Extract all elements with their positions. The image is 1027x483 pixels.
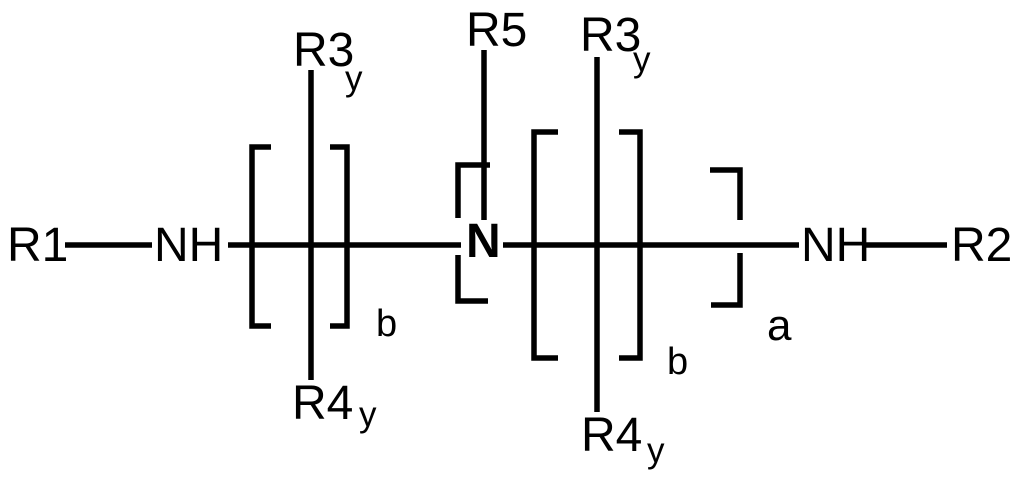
nh-right-label: NH (801, 219, 870, 272)
unit1-r3-label: R3 (293, 24, 354, 77)
outer-a-subscript: a (767, 301, 792, 350)
unit2-r3-y-subscript: y (633, 40, 651, 79)
unit1-r4-label: R4 (292, 377, 353, 430)
unit2-r4-label: R4 (581, 409, 642, 462)
unit2-r4-y-subscript: y (647, 431, 665, 470)
r1-label: R1 (7, 219, 68, 272)
bracket-unit2-left (531, 129, 558, 361)
unit2-r3-label: R3 (580, 9, 641, 62)
bracket-unit1-left (249, 144, 271, 329)
bracket-outer-left-top (455, 162, 490, 218)
bracket-outer-right-bottom (711, 253, 743, 308)
bracket-outer-right-top (710, 167, 743, 220)
label-layer: R1 NH N NH R2 R5 R3 y R4 y b R3 y R4 y b… (7, 4, 1012, 470)
bracket-unit2-right (619, 129, 643, 361)
unit2-b-subscript: b (667, 341, 688, 383)
r2-label: R2 (951, 219, 1012, 272)
nh-left-label: NH (154, 219, 223, 272)
unit1-b-subscript: b (376, 303, 397, 345)
unit1-r3-y-subscript: y (345, 59, 363, 98)
bond-layer (65, 50, 947, 412)
unit1-r4-y-subscript: y (359, 395, 377, 434)
r5-label: R5 (466, 4, 527, 57)
bracket-unit1-right (330, 144, 350, 329)
n-center-label: N (466, 215, 501, 268)
bracket-outer-left-bottom (455, 255, 488, 304)
